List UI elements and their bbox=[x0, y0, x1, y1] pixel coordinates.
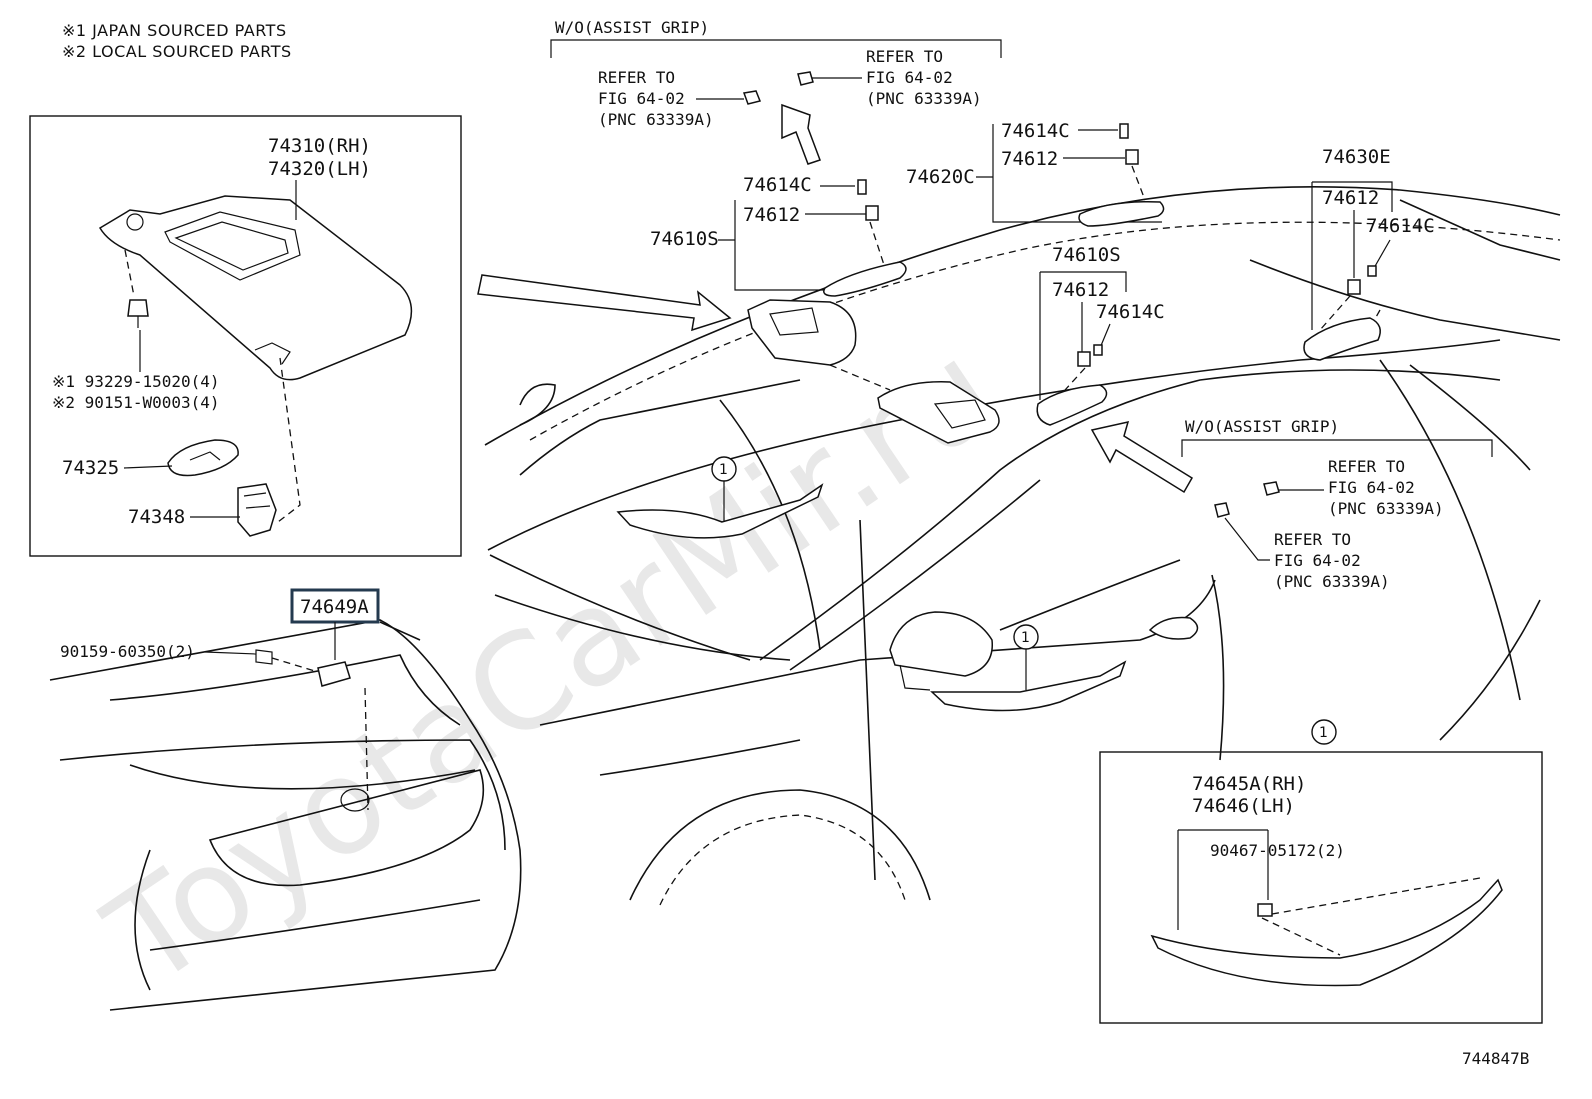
label-74610s-b[interactable]: 74610S bbox=[1052, 244, 1121, 266]
ref-a-refer: REFER TO bbox=[598, 68, 675, 87]
handle-trim-part[interactable] bbox=[1150, 878, 1503, 987]
ref-circle-b-num: 1 bbox=[1021, 630, 1030, 646]
label-74612-d[interactable]: 74612 bbox=[1322, 187, 1379, 209]
rear-view: 74649A 90159-60350(2) bbox=[49, 588, 522, 1011]
section-wo-assist-grip-top: W/O(ASSIST GRIP) bbox=[555, 18, 709, 37]
handle-inset: 74645A(RH) 74646(LH) 90467-05172(2) bbox=[1099, 751, 1543, 1024]
ref-b-pnc: (PNC 63339A) bbox=[866, 89, 982, 108]
arrow-left bbox=[477, 274, 732, 332]
label-90159-60350[interactable]: 90159-60350(2) bbox=[60, 642, 195, 661]
label-90151-w0003[interactable]: ※2 90151-W0003(4) bbox=[52, 393, 220, 412]
label-74646-lh[interactable]: 74646(LH) bbox=[1192, 795, 1295, 817]
ref-a-fig[interactable]: FIG 64-02 bbox=[598, 89, 685, 108]
grip-74610s-b-part[interactable] bbox=[1036, 384, 1108, 426]
note-japan-sourced: ※1 JAPAN SOURCED PARTS bbox=[62, 21, 287, 40]
label-74310-rh[interactable]: 74310(RH) bbox=[268, 135, 371, 157]
visor-inset: 74310(RH) 74320(LH) ※1 93229-15020(4) ※2… bbox=[29, 115, 462, 557]
clip-74612-d-part[interactable] bbox=[1347, 279, 1361, 295]
ref-a-pnc: (PNC 63339A) bbox=[598, 110, 714, 129]
label-74612-c[interactable]: 74612 bbox=[1052, 279, 1109, 301]
grip-group-74610s-b: 74610S 74612 74614C bbox=[1036, 244, 1165, 426]
grip-74610s-a-part[interactable] bbox=[823, 261, 907, 297]
ref-d-fig[interactable]: FIG 64-02 bbox=[1274, 551, 1361, 570]
label-74630e[interactable]: 74630E bbox=[1322, 146, 1391, 168]
ref-b-refer: REFER TO bbox=[866, 47, 943, 66]
label-74614c-b[interactable]: 74614C bbox=[1001, 120, 1070, 142]
clip-ref-a[interactable] bbox=[742, 90, 762, 105]
ref-circle-c[interactable] bbox=[1311, 719, 1337, 745]
cap-74614c-b-part[interactable] bbox=[1119, 123, 1129, 139]
screw-90159-part[interactable] bbox=[255, 649, 273, 665]
ref-circle-c-num: 1 bbox=[1319, 725, 1328, 741]
handle-inset-frame bbox=[1099, 751, 1543, 1024]
grip-group-74630e: 74630E 74612 74614C bbox=[1303, 146, 1435, 361]
ref-c-pnc: (PNC 63339A) bbox=[1328, 499, 1444, 518]
visor-inset-frame bbox=[29, 115, 462, 557]
ref-c-fig[interactable]: FIG 64-02 bbox=[1328, 478, 1415, 497]
clip-74612-a-part[interactable] bbox=[865, 205, 879, 221]
label-90467-05172[interactable]: 90467-05172(2) bbox=[1210, 841, 1345, 860]
label-74612-a[interactable]: 74612 bbox=[743, 204, 800, 226]
ref-d-refer: REFER TO bbox=[1274, 530, 1351, 549]
screw-90467-part[interactable] bbox=[1257, 903, 1273, 917]
visor-screw-part[interactable] bbox=[127, 299, 149, 328]
car-body bbox=[484, 186, 1561, 906]
grip-74649a-part[interactable] bbox=[317, 661, 351, 687]
label-74325[interactable]: 74325 bbox=[62, 457, 119, 479]
arrow-top bbox=[781, 103, 821, 165]
section-wo-assist-grip-right: W/O(ASSIST GRIP) bbox=[1185, 417, 1339, 436]
pillar-trim-a-part[interactable] bbox=[616, 483, 824, 539]
label-74649a[interactable]: 74649A bbox=[300, 596, 369, 618]
wo-assist-grip-top: W/O(ASSIST GRIP) REFER TO FIG 64-02 (PNC… bbox=[550, 18, 1002, 129]
label-74610s-a[interactable]: 74610S bbox=[650, 228, 719, 250]
grip-74620c-part[interactable] bbox=[1078, 201, 1165, 227]
visor-installed-rh[interactable] bbox=[877, 381, 1000, 444]
clip-74612-c-part[interactable] bbox=[1077, 351, 1091, 367]
watermark: ToyotaCarMir.ru bbox=[81, 313, 1022, 1017]
holder-74325-part[interactable] bbox=[167, 439, 239, 477]
arrow-right bbox=[1090, 420, 1194, 494]
label-74614c-a[interactable]: 74614C bbox=[743, 174, 812, 196]
label-74645a-rh[interactable]: 74645A(RH) bbox=[1192, 773, 1306, 795]
ref-circle-a-num: 1 bbox=[719, 462, 728, 478]
clip-ref-c[interactable] bbox=[1263, 481, 1280, 496]
label-93229-15020[interactable]: ※1 93229-15020(4) bbox=[52, 372, 220, 391]
grip-74630e-part[interactable] bbox=[1303, 317, 1381, 361]
label-74612-b[interactable]: 74612 bbox=[1001, 148, 1058, 170]
drawing-number: 744847B bbox=[1462, 1049, 1529, 1068]
wo-assist-grip-right: W/O(ASSIST GRIP) REFER TO FIG 64-02 (PNC… bbox=[1181, 417, 1493, 591]
clip-ref-b[interactable] bbox=[797, 71, 814, 86]
cap-74614c-a-part[interactable] bbox=[857, 179, 867, 195]
sun-visor-part[interactable] bbox=[98, 195, 413, 381]
label-74348[interactable]: 74348 bbox=[128, 506, 185, 528]
cap-74614c-d-part[interactable] bbox=[1367, 265, 1377, 277]
pillar-trim-b-part[interactable] bbox=[930, 660, 1127, 712]
cap-74614c-c-part[interactable] bbox=[1093, 344, 1103, 356]
label-74620c[interactable]: 74620C bbox=[906, 166, 975, 188]
ref-c-refer: REFER TO bbox=[1328, 457, 1405, 476]
holder-74348-part[interactable] bbox=[237, 483, 277, 537]
ref-d-pnc: (PNC 63339A) bbox=[1274, 572, 1390, 591]
label-74614c-d[interactable]: 74614C bbox=[1366, 215, 1435, 237]
label-74614c-c[interactable]: 74614C bbox=[1096, 301, 1165, 323]
grip-group-74620c: 74614C 74612 74620C bbox=[906, 120, 1165, 227]
clip-ref-d[interactable] bbox=[1214, 502, 1230, 518]
ref-b-fig[interactable]: FIG 64-02 bbox=[866, 68, 953, 87]
ref-callouts: 1 1 1 bbox=[616, 456, 1337, 745]
grip-group-74610s-a: 74614C 74612 74610S bbox=[650, 174, 1000, 444]
note-local-sourced: ※2 LOCAL SOURCED PARTS bbox=[62, 42, 292, 61]
clip-74612-b-part[interactable] bbox=[1125, 149, 1139, 165]
label-74320-lh[interactable]: 74320(LH) bbox=[268, 158, 371, 180]
